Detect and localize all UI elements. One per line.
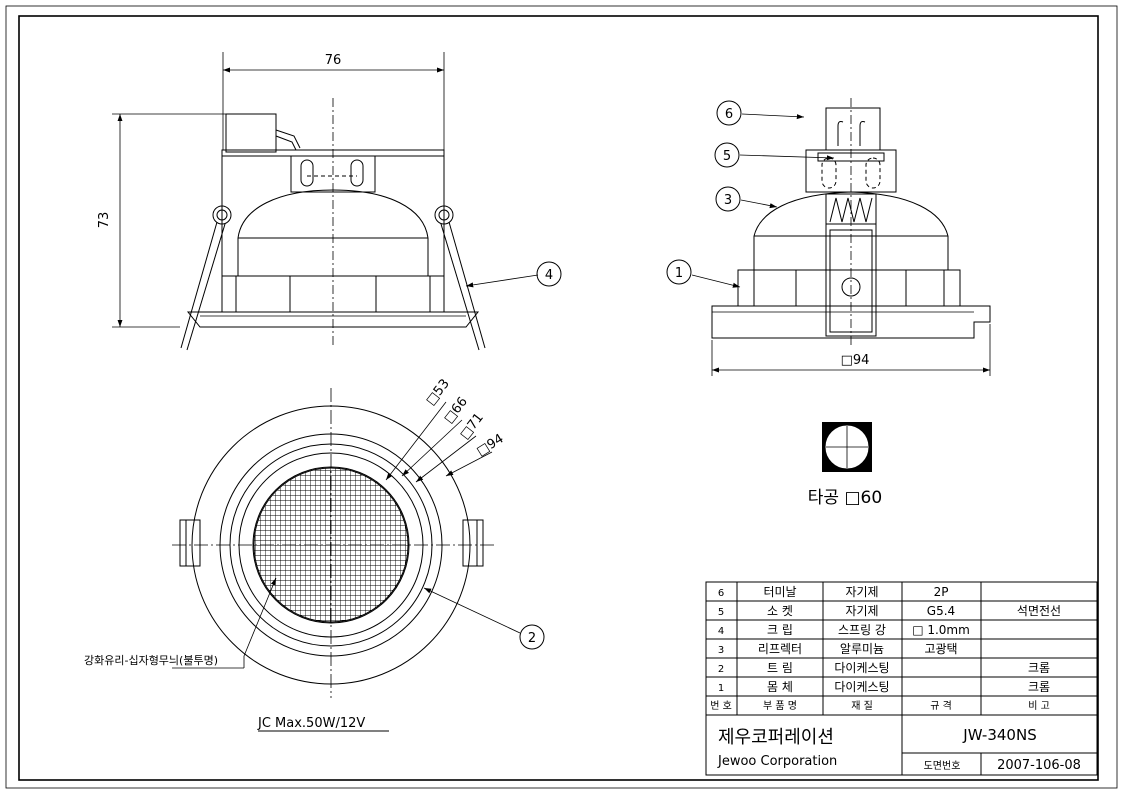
company-name-korean: 제우코퍼레이션 <box>718 727 834 748</box>
table-cell-remark: 석면전선 <box>1017 604 1061 618</box>
balloon-6 <box>716 100 742 126</box>
model-number: JW-340NS <box>962 726 1036 744</box>
table-cell-no: 3 <box>718 645 724 656</box>
table-cell-spec: 고광택 <box>924 642 957 656</box>
dimension-76: 76 <box>325 53 342 68</box>
table-cell-material: 자기제 <box>845 604 878 618</box>
drawing-number-label: 도면번호 <box>924 760 961 772</box>
table-cell-spec: 2P <box>934 585 949 599</box>
table-cell-spec: G5.4 <box>927 604 955 618</box>
inner-border <box>18 15 1099 781</box>
dimension-73: 73 <box>97 212 112 229</box>
balloon-3-label: 3 <box>724 193 732 208</box>
bottom-view: □53 □66 □71 □94 2 강화유리-십자형무늬(불투명) JC Max… <box>84 377 545 732</box>
table-cell-name: 몸 체 <box>767 680 793 694</box>
col-header-no: 번 호 <box>710 700 732 712</box>
balloon-2-label: 2 <box>528 631 536 646</box>
table-cell-no: 5 <box>718 607 724 618</box>
glass-note: 강화유리-십자형무늬(불투명) <box>84 654 218 667</box>
dimension-square-94-side: □94 <box>841 353 870 368</box>
cutout-symbol: 타공 □60 <box>808 422 882 508</box>
table-cell-no: 1 <box>718 683 724 694</box>
dimension-square-53: □53 <box>423 377 453 409</box>
table-cell-material: 다이케스팅 <box>834 680 889 694</box>
table-cell-material: 자기제 <box>845 585 878 599</box>
front-view: 76 73 <box>97 52 562 351</box>
balloon-4-label: 4 <box>545 268 553 283</box>
drawing-number: 2007-106-08 <box>997 758 1081 773</box>
balloon-5 <box>714 142 740 168</box>
table-cell-remark: 크롬 <box>1028 661 1050 675</box>
table-cell-material: 스프링 강 <box>838 623 886 637</box>
lamp-note: JC Max.50W/12V <box>257 716 365 731</box>
balloon-6-label: 6 <box>725 107 733 122</box>
company-name-english: Jewoo Corporation <box>717 754 837 769</box>
table-cell-name: 크 립 <box>767 623 793 637</box>
balloon-4 <box>536 261 562 287</box>
table-cell-no: 2 <box>718 664 724 675</box>
col-header-name: 부 품 명 <box>763 700 797 712</box>
table-cell-remark: 크롬 <box>1028 680 1050 694</box>
table-cell-spec: □ 1.0mm <box>912 623 970 637</box>
table-cell-name: 트 림 <box>767 661 793 675</box>
cutout-label: 타공 □60 <box>808 488 882 508</box>
side-view: □94 6 5 3 1 <box>666 98 991 376</box>
balloon-5-label: 5 <box>723 149 731 164</box>
col-header-material: 재 질 <box>851 700 873 712</box>
outer-border <box>5 5 1118 789</box>
dimension-square-94: □94 <box>474 431 506 459</box>
balloon-1-label: 1 <box>675 266 683 281</box>
title-block: 제우코퍼레이션 Jewoo Corporation JW-340NS 도면번호 … <box>705 714 1098 776</box>
table-cell-no: 6 <box>718 588 724 599</box>
col-header-spec: 규 격 <box>930 699 952 712</box>
table-cell-material: 알루미늄 <box>840 642 884 656</box>
table-cell-name: 소 켓 <box>767 604 793 618</box>
balloon-1 <box>666 259 692 285</box>
table-cell-name: 터미날 <box>763 585 796 599</box>
table-cell-no: 4 <box>718 626 724 637</box>
balloon-3 <box>715 186 741 212</box>
balloon-2 <box>519 624 545 650</box>
col-header-remark: 비 고 <box>1028 700 1050 712</box>
table-cell-material: 다이케스팅 <box>834 661 889 675</box>
table-cell-name: 리프렉터 <box>758 642 802 656</box>
